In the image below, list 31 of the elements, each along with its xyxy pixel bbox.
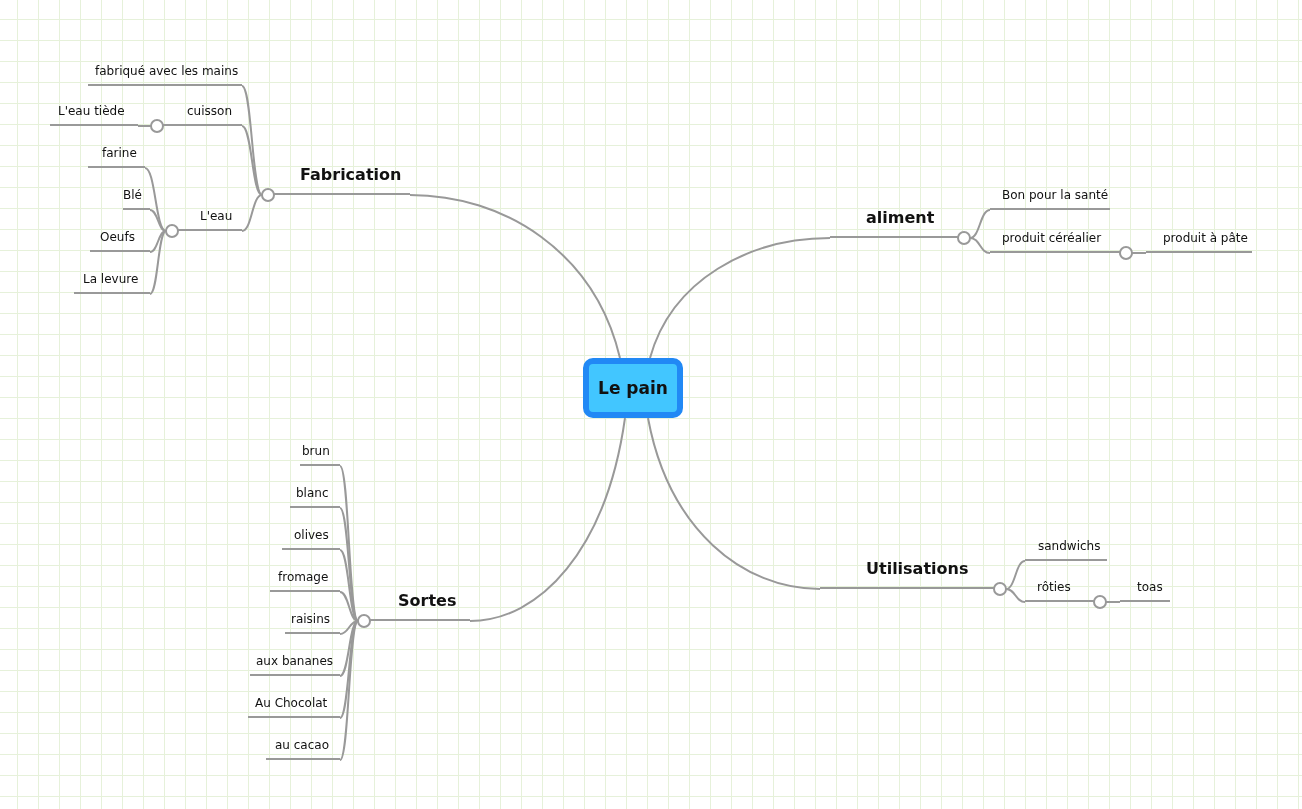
subtopic: farine: [88, 142, 145, 168]
branch-connector: [469, 417, 626, 622]
main-topic: Sortes: [370, 587, 470, 621]
main-topic: aliment: [830, 204, 958, 238]
subtopic: au cacao: [266, 734, 340, 760]
subtopic: sandwichs: [1025, 535, 1107, 561]
central-topic-box: Le pain: [583, 358, 683, 418]
subtopic: Blé: [123, 184, 150, 210]
branch-connector: [409, 194, 621, 359]
branch-connector: [649, 237, 831, 359]
subtopic: La levure: [74, 268, 150, 294]
subtopic: aux bananes: [250, 650, 340, 676]
subtopic: L'eau tiède: [50, 100, 138, 126]
subtopic: olives: [282, 524, 340, 550]
subtopic: raisins: [285, 608, 340, 634]
subtopic: fromage: [270, 566, 340, 592]
subtopic: produit céréalier: [990, 227, 1120, 253]
subtopic: L'eau: [178, 205, 242, 231]
subtopic: toas: [1120, 576, 1170, 602]
subtopic: fabriqué avec les mains: [88, 60, 242, 86]
subtopic: Au Chocolat: [248, 692, 340, 718]
main-topic: Utilisations: [820, 555, 994, 589]
subtopic: blanc: [290, 482, 340, 508]
main-topic: Fabrication: [274, 161, 410, 195]
subtopic: Bon pour la santé: [990, 184, 1110, 210]
subtopic: rôties: [1025, 576, 1094, 602]
subtopic: produit à pâte: [1146, 227, 1252, 253]
branch-connector: [647, 417, 821, 590]
subtopic: Oeufs: [90, 226, 150, 252]
subtopic: cuisson: [163, 100, 242, 126]
subtopic: brun: [300, 440, 340, 466]
